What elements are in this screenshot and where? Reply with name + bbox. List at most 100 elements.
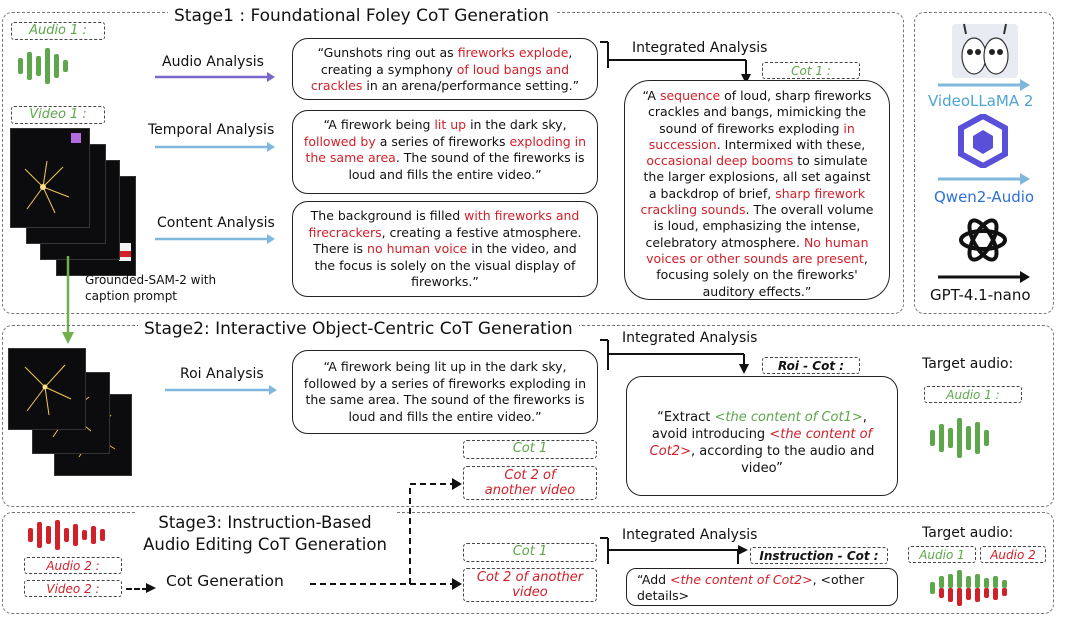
- stage1-integrated-label: Integrated Analysis: [630, 40, 770, 56]
- roi-analysis-label: Roi Analysis: [180, 366, 264, 382]
- integrated-bubble-segment: in succession: [648, 120, 855, 152]
- audio-analysis-label: Audio Analysis: [162, 54, 264, 70]
- video2-dashed-line: [126, 588, 148, 590]
- stage3-target-audio2-tag: Audio 2: [980, 546, 1046, 563]
- stage2-integrated-label: Integrated Analysis: [620, 330, 760, 346]
- temporal-bubble-segment: a series of fireworks: [375, 133, 510, 149]
- integrated-bubble-segment: of loud, sharp fireworks crackles and ba…: [647, 88, 872, 136]
- extract-bubble-segment: <the content of Cot1>: [714, 410, 863, 425]
- audio-bubble-segment: of loud bangs and crackles: [310, 61, 570, 94]
- cot-generation-label: Cot Generation: [166, 572, 284, 590]
- integrated-bubble-segment: . Intermixed with these,: [716, 136, 866, 152]
- video1-roi-frames: [8, 348, 138, 478]
- stage1-title: Stage1 : Foundational Foley CoT Generati…: [168, 6, 556, 26]
- temporal-bubble-segment: “A firework being: [323, 117, 435, 132]
- video1-tag: Video 1 :: [11, 106, 105, 124]
- audio2-waveform: [28, 520, 112, 550]
- stage2-bracket: [600, 339, 749, 374]
- video2-tag: Video 2 :: [24, 580, 122, 597]
- stage3-add-bubble: “Add <the content of Cot2>, <other detai…: [626, 568, 898, 606]
- integrated-bubble-segment: to simulate the larger explosions, all s…: [643, 153, 871, 201]
- extract-bubble-segment: , avoid introducing: [651, 410, 867, 442]
- integrated-bubble-segment: occasional deep booms: [646, 153, 794, 169]
- content-analysis-bubble: The background is filled with fireworks …: [292, 201, 598, 297]
- stage3-target-waveform: [930, 570, 1020, 606]
- video1-frames: [10, 128, 136, 276]
- extract-bubble-segment: , according to the audio and video”: [690, 444, 875, 476]
- audio-bubble-segment: , creating a symphony: [320, 45, 573, 77]
- integrated-bubble-segment: sequence: [659, 88, 721, 103]
- roi-bubble: “A firework being lit up in the dark sky…: [292, 350, 598, 434]
- stage3-cot1-tag: Cot 1: [463, 543, 597, 562]
- qwen-label: Qwen2-Audio: [934, 188, 1035, 206]
- content-bubble-segment: in the video, and the focus is solely on…: [314, 241, 577, 289]
- add-bubble-segment: <the content of Cot2>: [670, 572, 813, 587]
- stage3-target-audio-label: Target audio:: [922, 525, 1014, 541]
- stage1-cot-tag: Cot 1 :: [762, 62, 860, 79]
- audio1-waveform: [18, 48, 78, 84]
- stage2-extract-bubble: “Extract <the content of Cot1>, avoid in…: [626, 376, 898, 496]
- videollama-arrow: [938, 79, 1030, 91]
- grounded-sam-label: Grounded-SAM-2 with caption prompt: [85, 273, 217, 303]
- roi-analysis-arrow: [165, 385, 277, 395]
- stage3-title-text: Stage3: Instruction-Based Audio Editing …: [143, 513, 387, 554]
- stage3-cot2-tag: Cot 2 of another video: [463, 568, 597, 602]
- temporal-analysis-bubble: “A firework being lit up in the dark sky…: [292, 110, 598, 194]
- stage3-target-audio1-tag: Audio 1: [908, 546, 976, 563]
- audio1-tag: Audio 1 :: [11, 22, 105, 40]
- stage3-cot2-text: Cot 2 of another video: [476, 570, 584, 600]
- content-bubble-segment: no human voice: [367, 241, 468, 256]
- cot-generation-arrows: [310, 478, 462, 590]
- temporal-analysis-arrow: [155, 142, 275, 152]
- audio2-tag: Audio 2 :: [24, 557, 122, 574]
- extract-bubble-segment: “Extract: [657, 410, 715, 425]
- gpt-arrow: [938, 271, 1030, 283]
- audio-analysis-bubble: “Gunshots ring out as fireworks explode,…: [292, 38, 598, 100]
- content-analysis-label: Content Analysis: [157, 215, 275, 231]
- video2-arrowhead: [146, 583, 156, 593]
- stage2-cot2-text: Cot 2 of another video: [484, 468, 576, 498]
- audio-bubble-segment: fireworks explode: [457, 45, 569, 60]
- integrated-bubble-segment: , focusing solely on the fireworks' audi…: [656, 250, 868, 299]
- content-bubble-segment: The background is filled: [310, 208, 465, 223]
- stage2-roi-cot-tag: Roi - Cot :: [762, 357, 860, 374]
- stage2-title: Stage2: Interactive Object-Centric CoT G…: [138, 319, 579, 339]
- temporal-bubble-segment: in the dark sky,: [466, 117, 567, 132]
- audio-bubble-segment: “Gunshots ring out as: [317, 45, 458, 60]
- integrated-bubble-segment: “A: [642, 88, 660, 103]
- qwen-arrow: [938, 173, 1030, 185]
- temporal-bubble-segment: lit up: [434, 117, 467, 132]
- videollama-label: VideoLLaMA 2: [928, 92, 1034, 110]
- grounded-sam-arrow: [62, 256, 74, 344]
- add-bubble-segment: “Add: [637, 572, 671, 587]
- temporal-analysis-label: Temporal Analysis: [148, 122, 275, 138]
- stage2-target-audio-label: Target audio:: [922, 356, 1014, 372]
- integrated-bubble-segment: . The overall volume is loud, emphasizin…: [645, 202, 874, 250]
- integrated-bubble-segment: sharp firework crackling sounds: [640, 185, 866, 218]
- temporal-bubble-segment: followed by: [303, 133, 376, 149]
- llama-icon: [952, 23, 1018, 78]
- stage2-cot1-tag: Cot 1: [463, 440, 597, 459]
- stage3-panel: [2, 512, 1054, 614]
- stage3-title-line: Stage3: Instruction-Based Audio Editing …: [135, 512, 395, 556]
- stage3-instruction-cot-tag: Instruction - Cot :: [750, 547, 888, 564]
- stage2-target-audio-tag: Audio 1 :: [924, 386, 1022, 403]
- qwen-icon: [958, 114, 1008, 168]
- temporal-bubble-segment: exploding in the same area: [305, 133, 587, 166]
- stage3-bracket: [600, 537, 748, 564]
- content-bubble-segment: , creating a festive atmosphere. There i…: [313, 224, 582, 257]
- stage1-integrated-bubble: “A sequence of loud, sharp fireworks cra…: [624, 80, 890, 300]
- stage2-target-waveform: [930, 418, 1000, 458]
- models-panel: [914, 12, 1054, 314]
- audio-analysis-arrow: [155, 72, 275, 82]
- stage3-integrated-label: Integrated Analysis: [620, 527, 760, 543]
- gpt-label: GPT-4.1-nano: [930, 286, 1031, 304]
- extract-bubble-segment: <the content of Cot2>: [649, 427, 873, 459]
- content-bubble-segment: with fireworks and firecrackers: [308, 208, 580, 240]
- openai-icon: [959, 218, 1007, 262]
- add-bubble-segment: , <other details>: [637, 572, 865, 603]
- audio-bubble-segment: in an arena/performance setting.”: [362, 78, 580, 93]
- integrated-bubble-segment: No human voices or other sounds are pres…: [646, 234, 869, 266]
- stage1-bracket: [600, 41, 751, 84]
- content-analysis-arrow: [155, 234, 275, 244]
